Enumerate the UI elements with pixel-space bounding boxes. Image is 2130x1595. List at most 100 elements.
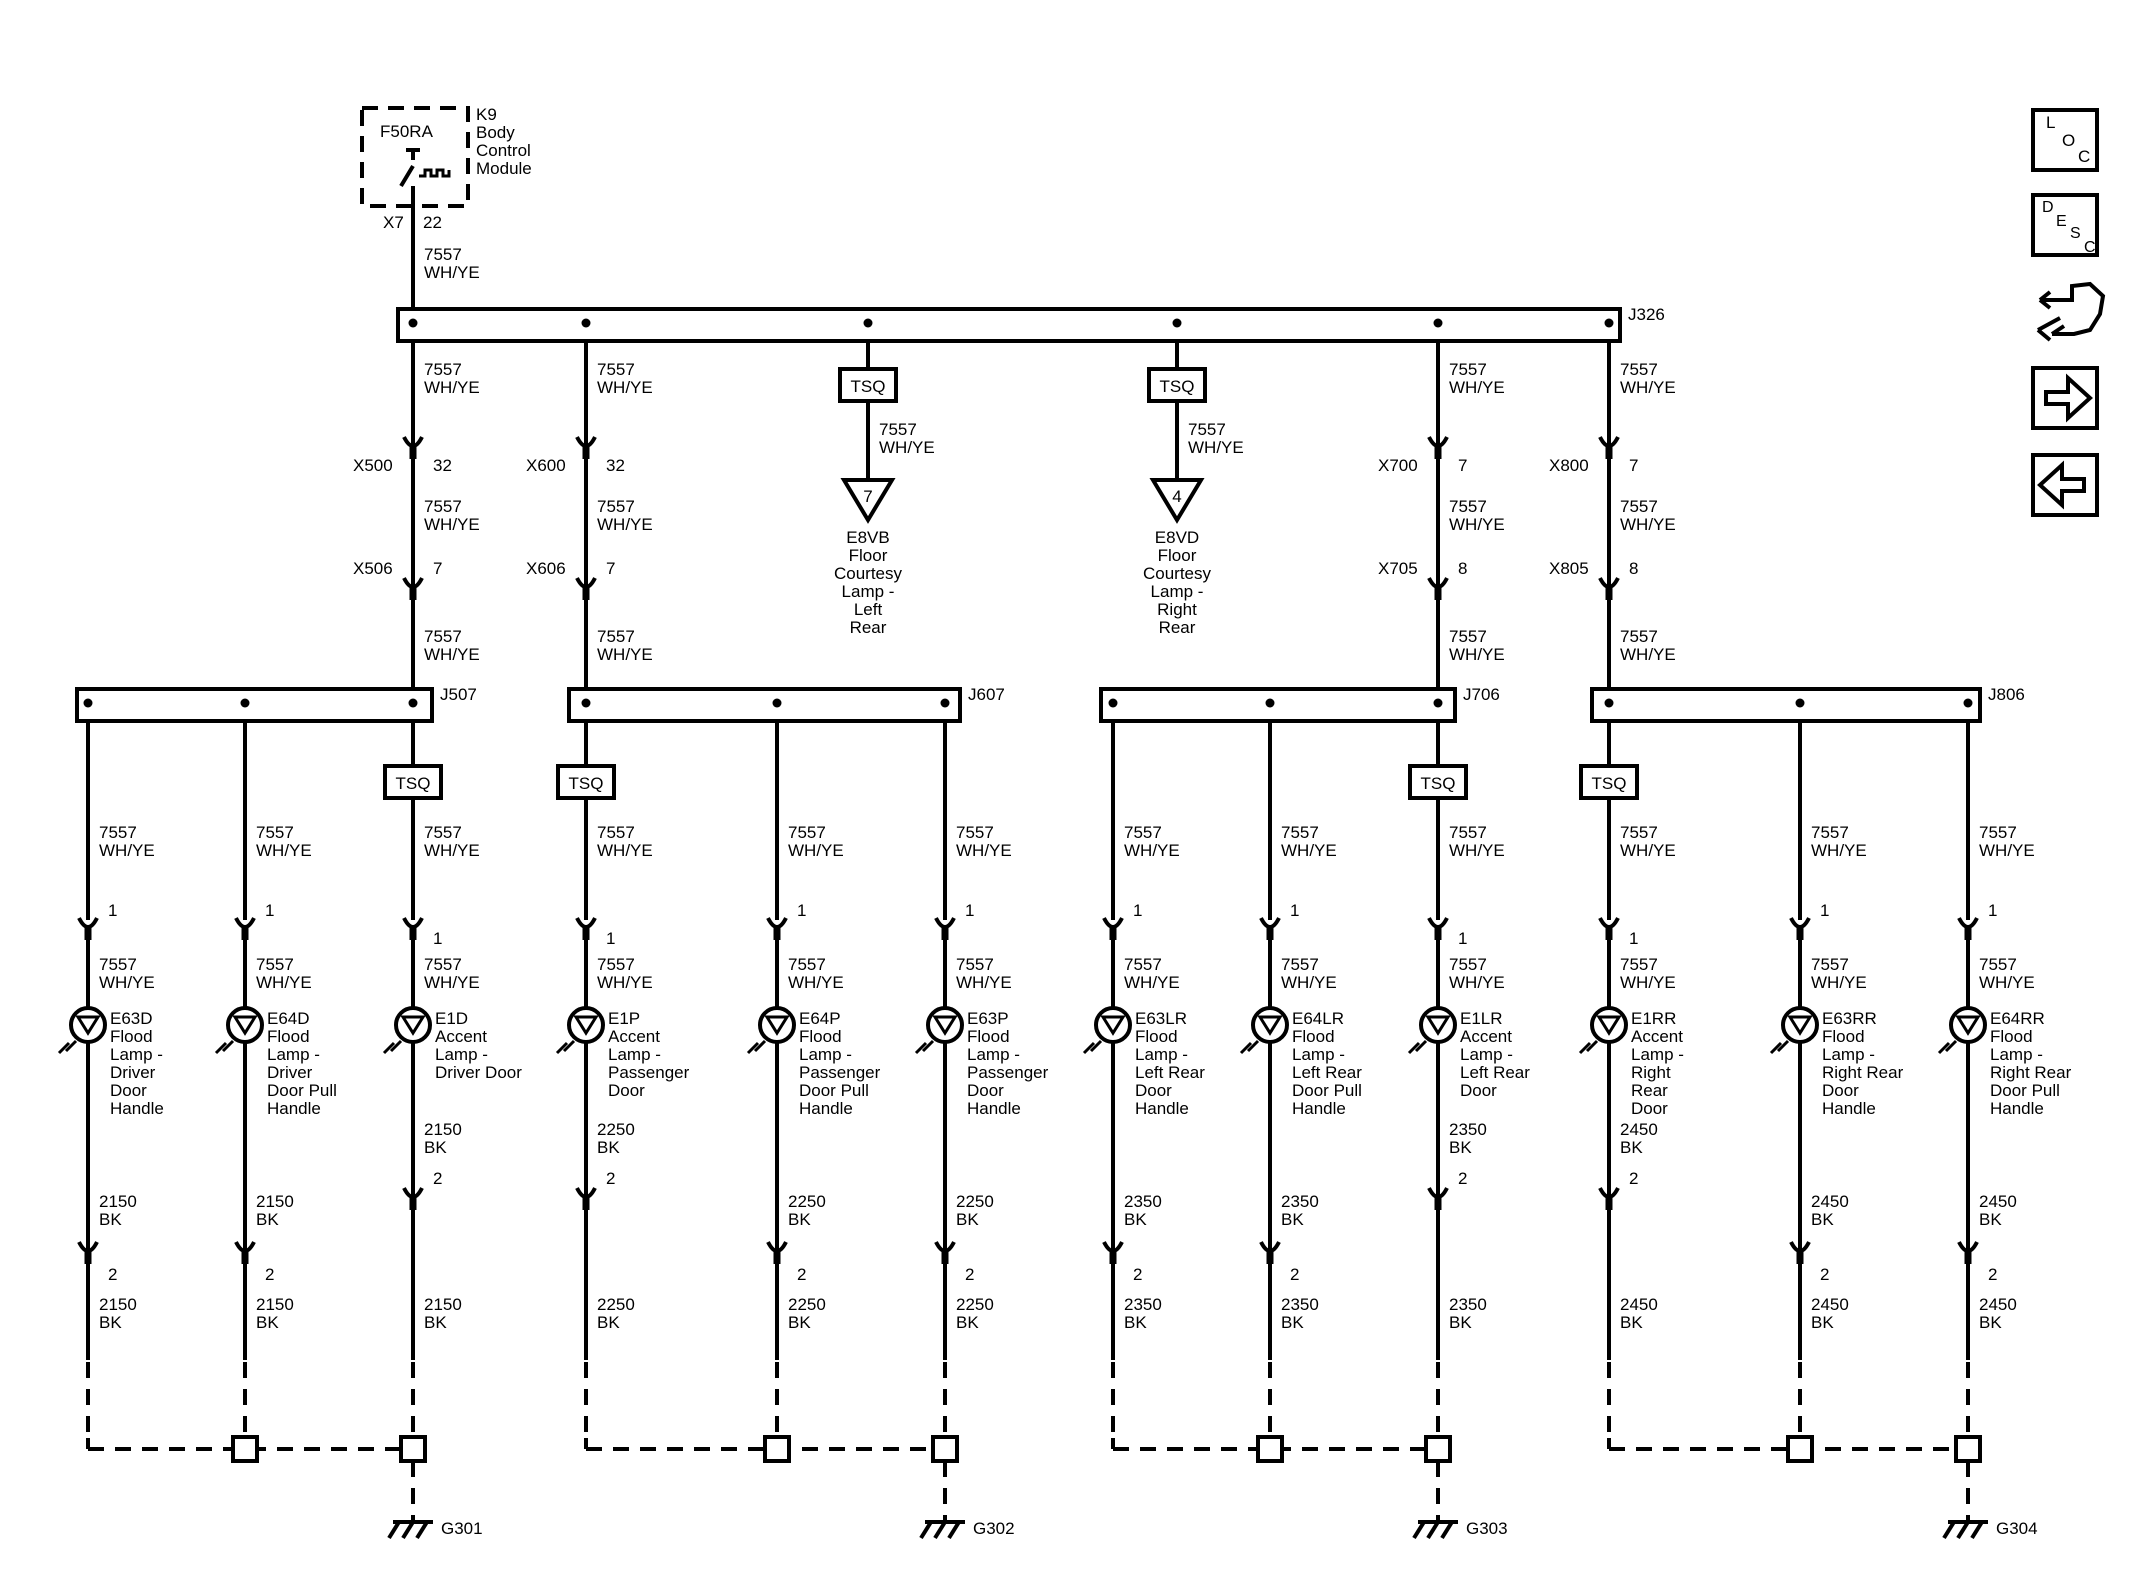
lamp-led-icon	[394, 1006, 432, 1044]
wire-label-line: WH/YE	[597, 973, 653, 992]
led-triangle	[932, 1015, 958, 1036]
tsq-label: TSQ	[569, 774, 604, 793]
ground-splice-box	[763, 1435, 791, 1463]
desc-letter[interactable]: S	[2070, 225, 2081, 242]
connector-pin-label: 2	[1988, 1265, 1997, 1284]
lamp-label-e1p-line: Passenger	[608, 1063, 690, 1082]
wire-label-line: 2150	[256, 1295, 294, 1314]
wire-label-line: BK	[597, 1313, 620, 1332]
ground-tick	[415, 1520, 429, 1540]
lamp-label-e63d-line: E63D	[110, 1009, 153, 1028]
wire-label-line: 7557	[1449, 497, 1487, 516]
wire-label-line: 2450	[1811, 1295, 1849, 1314]
splice-dot	[1795, 698, 1805, 708]
lamp-label-e63lr-line: Lamp -	[1135, 1045, 1188, 1064]
desc-letter[interactable]: C	[2084, 239, 2096, 256]
courtesy-connector-num: 4	[1172, 487, 1181, 506]
wire-label-line: WH/YE	[956, 841, 1012, 860]
back-arrow-icon	[2037, 460, 2086, 510]
wire-label-line: BK	[1979, 1210, 2002, 1229]
lamp-label-e64p-line: Lamp -	[799, 1045, 852, 1064]
wire-label-line: BK	[1620, 1138, 1643, 1157]
wire-label-line: BK	[788, 1313, 811, 1332]
ground-label-g302: G302	[973, 1519, 1015, 1538]
back-button[interactable]	[2031, 453, 2099, 517]
led-triangle	[1425, 1015, 1451, 1036]
wires	[77, 206, 1988, 1540]
wire-label-line: 7557	[1620, 360, 1658, 379]
connector-icon[interactable]	[2036, 281, 2106, 342]
wire-label-line: BK	[1449, 1313, 1472, 1332]
forward-button-frame[interactable]	[2031, 366, 2099, 430]
tsq-label: TSQ	[1421, 774, 1456, 793]
connector-pin-label: 1	[1988, 901, 1997, 920]
lamp-label-e1p-line: Door	[608, 1081, 645, 1100]
connector-id: X500	[353, 456, 393, 475]
wire-label-line: 7557	[879, 420, 917, 439]
splice-pack	[1590, 687, 1982, 723]
lamp-label-e63lr-line: Left Rear	[1135, 1063, 1205, 1082]
wire-main-line: WH/YE	[424, 263, 480, 282]
led-triangle	[75, 1015, 101, 1036]
wire-label-line: 7557	[597, 360, 635, 379]
lamp-label-e1p-line: E1P	[608, 1009, 640, 1028]
courtesy-lamp-label-line: Rear	[1159, 618, 1196, 637]
splice-dot	[772, 698, 782, 708]
connector-pin	[1605, 586, 1613, 600]
switch-icon	[399, 148, 420, 206]
wire-label-line: 7557	[1188, 420, 1226, 439]
bcm-pin: 22	[423, 213, 442, 232]
lamp-label-e1d-line: E1D	[435, 1009, 468, 1028]
back-button-frame[interactable]	[2031, 453, 2099, 517]
lamp-led-icon	[1094, 1006, 1132, 1044]
connector-pin-label: 8	[1629, 559, 1638, 578]
lamp-label-e64rr-line: Lamp -	[1990, 1045, 2043, 1064]
courtesy-lamp-label-line: Lamp -	[1151, 582, 1204, 601]
lamp-label-e64p-line: Flood	[799, 1027, 842, 1046]
wire-label-line: WH/YE	[597, 378, 653, 397]
splice-pack	[1099, 687, 1457, 723]
loc-button[interactable]: LOC	[2031, 108, 2099, 172]
desc-button-frame[interactable]	[2031, 193, 2099, 257]
loc-letter[interactable]: C	[2078, 147, 2090, 166]
wire-label-line: WH/YE	[597, 645, 653, 664]
connector-pin	[1605, 926, 1613, 940]
wire-label-line: 2450	[1811, 1192, 1849, 1211]
lamp-label-e1rr-line: Lamp -	[1631, 1045, 1684, 1064]
inline-connector-triangle	[840, 478, 896, 524]
splice-dot	[1265, 698, 1275, 708]
fuse-label: F50RA	[380, 122, 434, 141]
desc-letter[interactable]: E	[2056, 213, 2067, 230]
lamp-label-e63lr-line: E63LR	[1135, 1009, 1187, 1028]
lamp-label-e63rr-line: Lamp -	[1822, 1045, 1875, 1064]
wire-label-line: 2450	[1620, 1120, 1658, 1139]
connector-pin-label: 2	[1629, 1169, 1638, 1188]
connector-pin	[241, 1250, 249, 1264]
loc-letter[interactable]: O	[2062, 131, 2075, 150]
splice-dot	[1108, 698, 1118, 708]
wire-label-line: WH/YE	[1620, 378, 1676, 397]
wire-label-line: BK	[1979, 1313, 2002, 1332]
wire-label-line: 2150	[99, 1295, 137, 1314]
lamp-label-e64lr-line: Left Rear	[1292, 1063, 1362, 1082]
lamp-label-e1d-line: Driver Door	[435, 1063, 522, 1082]
wire-label-line: WH/YE	[1449, 841, 1505, 860]
connector-pin	[409, 926, 417, 940]
lamp-label-e1rr-line: Accent	[1631, 1027, 1683, 1046]
wire-label-line: 7557	[1979, 955, 2017, 974]
light-ray	[1082, 1039, 1103, 1055]
wire-label-line: BK	[1811, 1313, 1834, 1332]
wire-label-line: 2150	[424, 1120, 462, 1139]
lamp-led-icon	[1419, 1006, 1457, 1044]
forward-button[interactable]	[2031, 366, 2099, 430]
lamp-label-e64d-line: Lamp -	[267, 1045, 320, 1064]
bcm-module-line: Module	[476, 159, 532, 178]
connector-pin-label: 2	[108, 1265, 117, 1284]
connector-pin	[1434, 926, 1442, 940]
loc-button-frame[interactable]	[2031, 108, 2099, 172]
desc-letter[interactable]: D	[2042, 199, 2054, 216]
loc-letter[interactable]: L	[2046, 113, 2055, 132]
wire-label-line: WH/YE	[99, 841, 155, 860]
